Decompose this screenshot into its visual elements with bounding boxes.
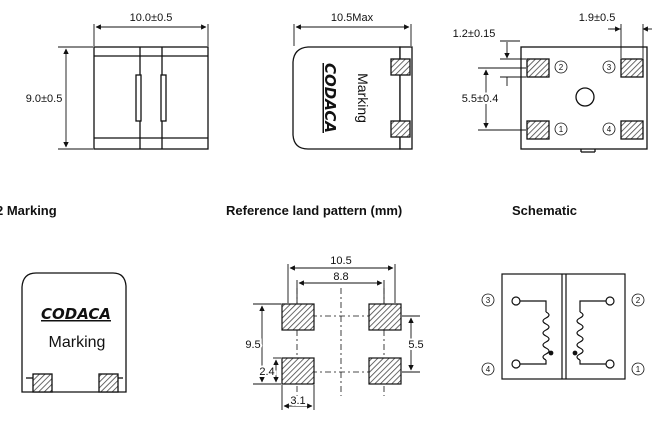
land-pad-width: 3.1 [290,395,305,407]
bottom-pad-height-label: 1.2±0.15 [453,28,496,40]
marking-logo: CODACA [41,305,111,323]
bottom-pin-4: 4 [602,122,616,136]
land-pattern [281,288,408,396]
front-height-label: 9.0±0.5 [26,93,63,105]
bottom-dims [478,24,652,131]
bottom-pin-2: 2 [554,60,568,74]
top-width-label: 10.5Max [331,12,374,24]
svg-text:1: 1 [559,125,564,134]
marking-text: Marking [49,334,106,351]
top-width-dim [293,24,412,46]
land-overall-width: 10.5 [330,255,351,267]
schematic-pin-1: 1 [631,362,645,376]
land-pitch: 5.5 [408,339,423,351]
land-overall-height: 9.5 [245,339,260,351]
top-marking-group: Marking [355,73,371,123]
front-width-dim [93,24,209,46]
bottom-view [520,46,648,153]
marking-view [21,272,127,393]
schematic-pin-2: 2 [631,293,645,307]
schematic [501,273,626,380]
schematic-pin-3: 3 [481,293,495,307]
front-view [93,46,209,150]
top-logo-group: CODACA [321,63,339,133]
land-pattern-title: Reference land pattern (mm) [226,203,403,218]
schematic-pin-4: 4 [481,362,495,376]
front-height-dim [58,46,93,150]
land-dims [253,264,420,410]
bottom-pin-1: 1 [554,122,568,136]
top-marking-text: Marking [355,73,371,123]
marking-title: 2 Marking [0,203,57,218]
bottom-pitch-label: 5.5±0.4 [462,93,499,105]
schematic-title: Schematic [512,203,578,218]
top-logo: CODACA [321,63,339,133]
land-inner-width: 8.8 [333,271,348,283]
bottom-pin-3: 3 [602,60,616,74]
svg-text:2: 2 [636,296,641,305]
svg-text:2: 2 [559,63,564,72]
front-width-label: 10.0±0.5 [130,12,173,24]
top-view [292,46,413,150]
svg-text:3: 3 [607,63,612,72]
svg-text:4: 4 [486,365,491,374]
svg-text:4: 4 [607,125,612,134]
svg-text:1: 1 [636,365,641,374]
land-pad-height: 2.4 [259,366,274,378]
bottom-pad-width-label: 1.9±0.5 [579,12,616,24]
svg-text:3: 3 [486,296,491,305]
